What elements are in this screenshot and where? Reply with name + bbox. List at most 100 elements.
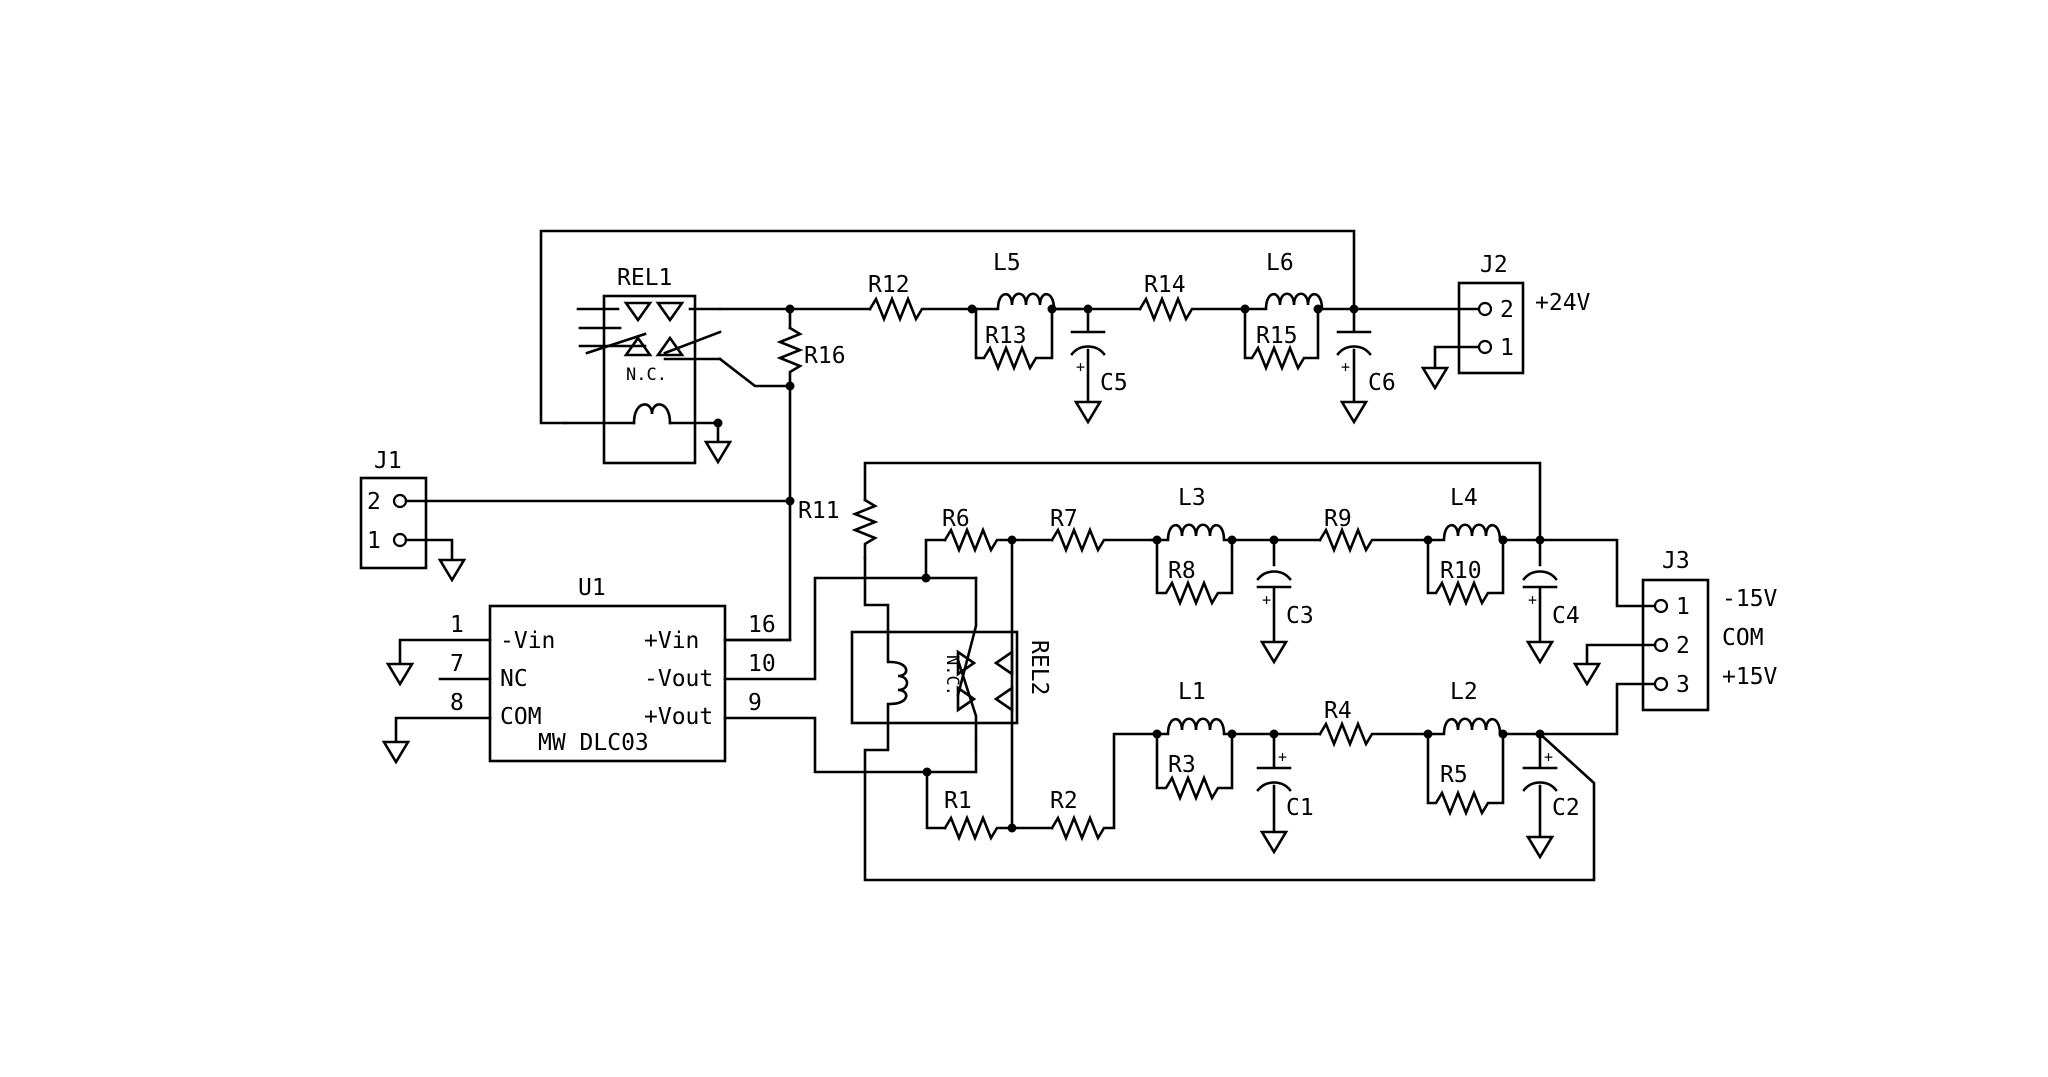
wire-rel1-loop — [539, 229, 1356, 425]
l4-label: L4 — [1450, 485, 1478, 511]
r9-resistor — [1318, 526, 1430, 554]
j1-pin1 — [392, 532, 408, 548]
rel2-relay: REL2 N.C. — [850, 576, 1052, 746]
u1-pin-pos-vin: +Vin — [644, 628, 699, 654]
junction-dot — [713, 418, 723, 428]
rel1-label: REL1 — [617, 265, 672, 291]
r5-label: R5 — [1440, 762, 1468, 788]
c3-plus: + — [1262, 591, 1271, 609]
c6-label: C6 — [1368, 370, 1396, 396]
l3-inductor — [1150, 523, 1276, 542]
r6-label: R6 — [942, 506, 970, 532]
wire-r11-rel2-coil — [863, 556, 890, 664]
l2-label: L2 — [1450, 679, 1478, 705]
ground-icon — [1260, 640, 1288, 664]
junction-dot — [921, 573, 931, 583]
ground-icon — [382, 740, 410, 764]
u1-part-label: MW DLC03 — [538, 730, 649, 756]
l5-inductor — [968, 292, 1082, 311]
l6-inductor — [1243, 292, 1356, 311]
r13-resistor — [974, 307, 1054, 372]
l1-inductor — [1155, 717, 1276, 736]
j3-net1-label: -15V — [1722, 586, 1778, 612]
r14-resistor — [1138, 295, 1247, 323]
r10-label: R10 — [1440, 558, 1482, 584]
c4-label: C4 — [1552, 603, 1580, 629]
j3-pin2-num: 2 — [1676, 633, 1690, 659]
c1-capacitor — [1256, 732, 1292, 832]
j1-pin2-num: 2 — [367, 489, 381, 515]
r11-resistor — [851, 498, 879, 560]
j3-pin1 — [1653, 598, 1669, 614]
ground-icon — [1526, 640, 1554, 664]
j2-pin1-num: 1 — [1500, 335, 1514, 361]
junction-dot — [1313, 304, 1323, 314]
c1-plus: + — [1278, 748, 1287, 766]
r3-label: R3 — [1168, 752, 1196, 778]
junction-dot — [1227, 535, 1237, 545]
junction-dot — [1498, 729, 1508, 739]
wire-rel2-upper-loop — [863, 461, 1542, 542]
u1-pin-com: COM — [500, 704, 542, 730]
u1-converter — [488, 604, 727, 763]
j1-label: J1 — [374, 448, 402, 474]
wire-r16-r11 — [726, 384, 792, 642]
j1-connector — [359, 476, 428, 570]
u1-pin-neg-vin: -Vin — [500, 628, 555, 654]
j2-connector — [1457, 281, 1525, 375]
r4-resistor — [1318, 720, 1430, 748]
u1-pin-num-10: 10 — [748, 651, 776, 677]
wire-u1-pin9 — [723, 716, 929, 774]
wire-r16-rel1 — [718, 357, 792, 388]
junction-dot — [1498, 535, 1508, 545]
u1-pin-neg-vout: -Vout — [644, 666, 713, 692]
junction-dot — [967, 304, 977, 314]
j1-pin2 — [392, 493, 408, 509]
junction-dot — [1423, 729, 1433, 739]
r16-resistor — [776, 326, 804, 388]
r11-label: R11 — [798, 498, 840, 524]
ground-icon — [386, 662, 414, 686]
j3-net2-label: COM — [1722, 625, 1764, 651]
j2-pin2-num: 2 — [1500, 297, 1514, 323]
u1-pin-num-16: 16 — [748, 612, 776, 638]
j3-pin2 — [1653, 637, 1669, 653]
u1-pin-num-9: 9 — [748, 690, 762, 716]
c6-capacitor — [1336, 307, 1372, 402]
r15-resistor — [1243, 307, 1320, 372]
rel1-relay — [563, 294, 722, 465]
r14-label: R14 — [1144, 272, 1186, 298]
r2-resistor — [1050, 732, 1159, 842]
wire-j1-pin1 — [404, 538, 454, 560]
c3-label: C3 — [1286, 603, 1314, 629]
j2-net-label: +24V — [1535, 290, 1591, 316]
r10-resistor — [1426, 538, 1505, 607]
j2-pin2 — [1477, 301, 1493, 317]
rel2-label: REL2 — [1026, 640, 1052, 695]
j3-pin3 — [1653, 676, 1669, 692]
c4-capacitor — [1522, 538, 1558, 642]
r3-resistor — [1155, 732, 1234, 802]
j2-label: J2 — [1480, 252, 1508, 278]
r4-label: R4 — [1324, 698, 1352, 724]
r1-resistor — [943, 814, 1014, 842]
j1-pin1-num: 1 — [367, 528, 381, 554]
c5-capacitor — [1070, 307, 1106, 402]
l4-inductor — [1426, 523, 1542, 542]
c5-label: C5 — [1100, 370, 1128, 396]
j2-pin1 — [1477, 339, 1493, 355]
r8-resistor — [1155, 538, 1234, 607]
rel1-nc-label: N.C. — [626, 365, 667, 385]
r12-resistor — [868, 295, 972, 323]
u1-pin-num-8: 8 — [450, 690, 464, 716]
wire-rel2-lower — [925, 742, 978, 830]
ground-icon — [1526, 835, 1554, 859]
wire-rel1-r16 — [718, 307, 792, 330]
r8-label: R8 — [1168, 558, 1196, 584]
r7-label: R7 — [1050, 506, 1078, 532]
junction-dot — [1423, 535, 1433, 545]
r5-resistor — [1426, 732, 1505, 817]
r16-label: R16 — [804, 343, 846, 369]
junction-dot — [1227, 729, 1237, 739]
